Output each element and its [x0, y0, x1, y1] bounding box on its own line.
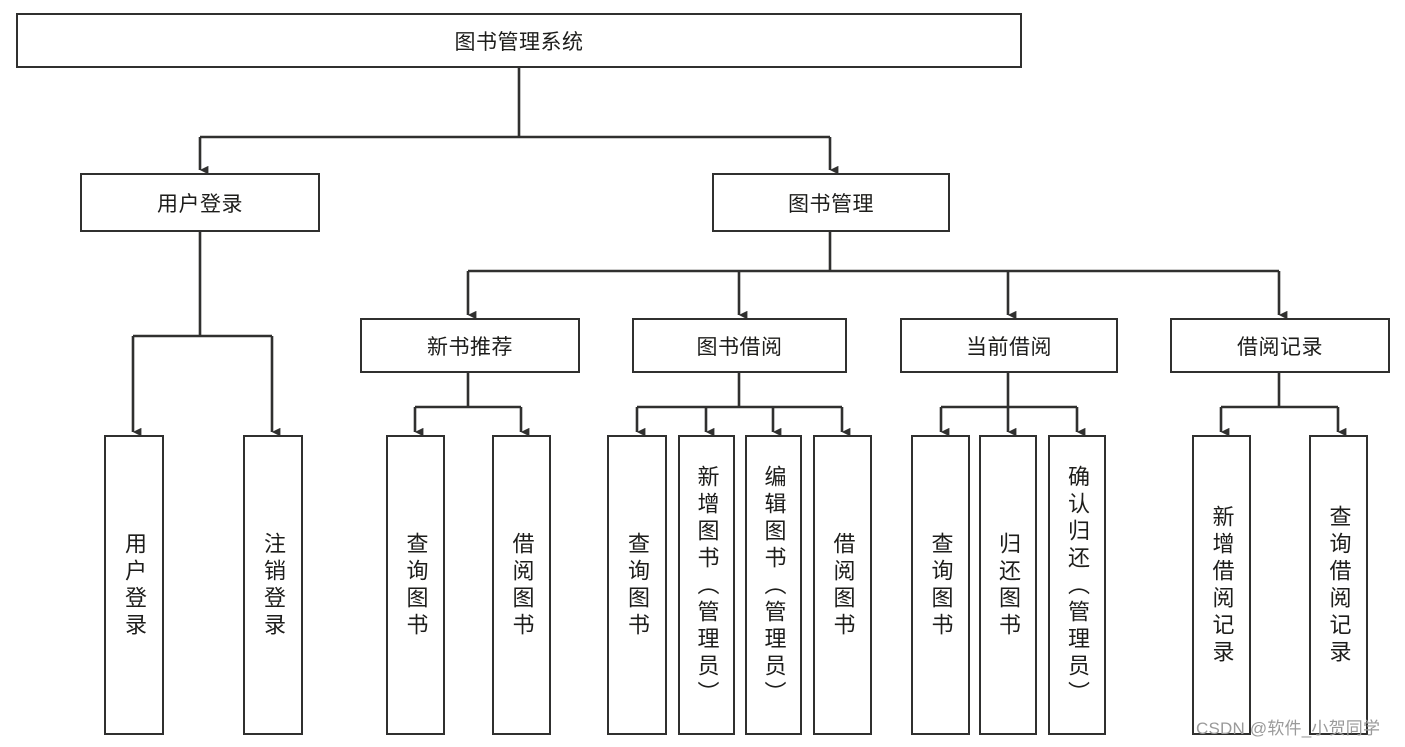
node-label: 用户登录 — [122, 532, 147, 640]
leaf-query-books-recommend[interactable]: 查询图书 — [386, 435, 445, 735]
node-current-borrowing[interactable]: 当前借阅 — [900, 318, 1118, 373]
node-label: 借阅记录 — [1237, 335, 1323, 359]
leaf-add-borrow-record[interactable]: 新增借阅记录 — [1192, 435, 1251, 735]
node-label: 查询图书 — [625, 532, 650, 640]
leaf-confirm-return-admin[interactable]: 确认归还（管理员） — [1048, 435, 1106, 735]
leaf-edit-book-admin[interactable]: 编辑图书（管理员） — [745, 435, 802, 735]
node-label: 用户登录 — [157, 192, 243, 216]
node-label: 查询图书 — [928, 532, 954, 640]
node-label: 图书管理 — [788, 192, 874, 216]
node-label: 图书借阅 — [696, 335, 783, 359]
node-label: 归还图书 — [996, 532, 1021, 640]
leaf-borrow-books[interactable]: 借阅图书 — [813, 435, 872, 735]
leaf-logout[interactable]: 注销登录 — [243, 435, 303, 735]
node-new-book-recommendation[interactable]: 新书推荐 — [360, 318, 580, 373]
node-label: 查询借阅记录 — [1326, 505, 1352, 667]
leaf-query-books-borrow[interactable]: 查询图书 — [607, 435, 667, 735]
node-label: 新书推荐 — [427, 335, 513, 359]
leaf-user-login[interactable]: 用户登录 — [104, 435, 164, 735]
node-label: 编辑图书（管理员） — [761, 464, 787, 708]
node-label: 注销登录 — [261, 532, 286, 640]
watermark-text: CSDN @软件_小贺同学 — [1196, 719, 1381, 738]
node-label: 借阅图书 — [509, 532, 535, 640]
node-root-book-management-system[interactable]: 图书管理系统 — [16, 13, 1022, 68]
leaf-query-books-current[interactable]: 查询图书 — [911, 435, 970, 735]
leaf-add-book-admin[interactable]: 新增图书（管理员） — [678, 435, 735, 735]
node-label: 当前借阅 — [966, 335, 1052, 359]
leaf-query-borrow-record[interactable]: 查询借阅记录 — [1309, 435, 1368, 735]
node-label: 新增借阅记录 — [1209, 505, 1235, 667]
leaf-borrow-books-recommend[interactable]: 借阅图书 — [492, 435, 551, 735]
node-label: 图书管理系统 — [454, 30, 584, 54]
node-label: 借阅图书 — [830, 532, 856, 640]
node-label: 查询图书 — [403, 532, 429, 640]
leaf-return-books[interactable]: 归还图书 — [979, 435, 1037, 735]
node-label: 确认归还（管理员） — [1065, 464, 1090, 708]
node-book-management[interactable]: 图书管理 — [712, 173, 950, 232]
node-book-borrowing[interactable]: 图书借阅 — [632, 318, 847, 373]
node-label: 新增图书（管理员） — [694, 464, 720, 708]
node-borrowing-record[interactable]: 借阅记录 — [1170, 318, 1390, 373]
node-user-login[interactable]: 用户登录 — [80, 173, 320, 232]
